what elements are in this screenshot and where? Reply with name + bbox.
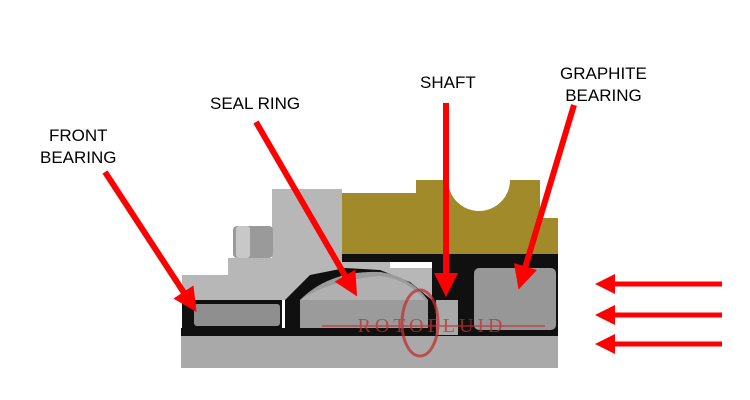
pointer-arrows: [102, 103, 577, 313]
label-shaft-text: SHAFT: [420, 73, 476, 92]
label-graphite-bearing: GRAPHITE BEARING: [560, 63, 647, 107]
watermark-text: ROTOFLUID: [358, 315, 507, 337]
arrow-graphite-bearing: [513, 104, 577, 290]
watermark-logo: ROTOFLUID: [322, 288, 545, 358]
arrow-seal-ring: [253, 120, 358, 297]
carrier: [342, 180, 558, 262]
label-seal-ring: SEAL RING: [210, 93, 300, 115]
label-front-bearing: FRONT BEARING: [40, 125, 117, 169]
label-seal-ring-text: SEAL RING: [210, 94, 301, 113]
seal-ring: [285, 268, 432, 330]
arrow-front-bearing: [102, 170, 197, 313]
label-shaft: SHAFT: [420, 72, 476, 94]
label-front-bearing-line1: FRONT: [48, 126, 108, 145]
front-bearing: [182, 300, 282, 328]
label-graphite-bearing-line2: BEARING: [565, 86, 642, 105]
label-graphite-bearing-line1: GRAPHITE: [560, 64, 647, 83]
label-front-bearing-line2: BEARING: [40, 148, 117, 167]
flow-arrows: [595, 274, 722, 354]
